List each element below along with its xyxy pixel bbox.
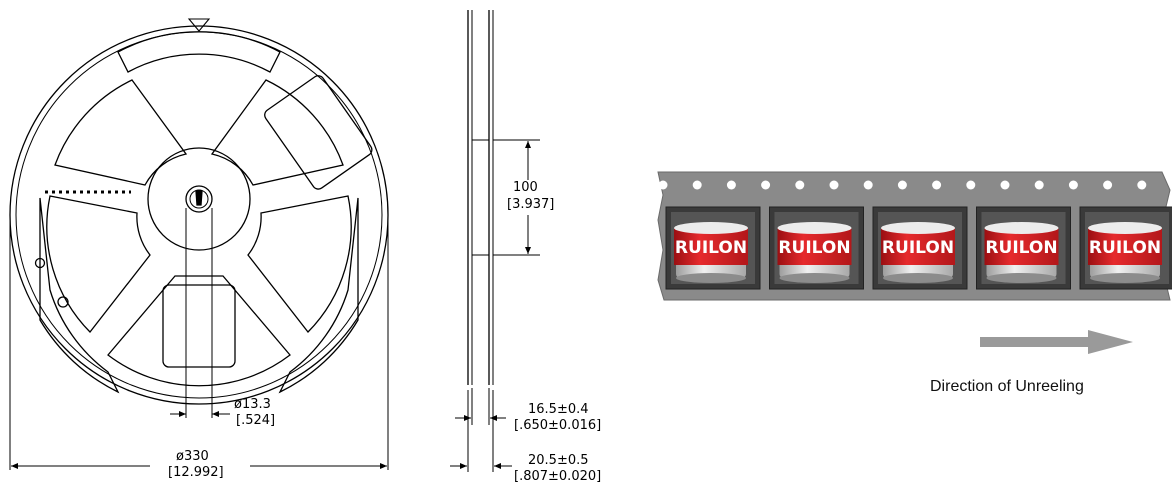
reel-rim-right-arc [278,197,359,394]
reel-window-right [210,79,344,186]
component-cap [1088,228,1162,265]
sprocket-holes [658,180,1147,190]
sprocket-hole [1000,180,1010,190]
component-pocket: RUILON [1079,206,1172,290]
component-pocket: RUILON [872,206,968,290]
sprocket-hole [692,180,702,190]
reel-index-triangle-icon [187,18,211,32]
component-cap [984,228,1059,265]
component-pocket: RUILON [769,206,864,290]
unreeling-direction-arrow [980,330,1133,354]
outer-width-inch-label: [.807±0.020] [514,469,601,484]
component-pockets: RUILON RUILON RUILON RUILON RUILON [665,206,1172,290]
reel-dia-label: ø330 [176,449,209,464]
inner-dia-inch-label: [3.937] [507,197,554,212]
sprocket-hole [658,180,668,190]
component-brand-label: RUILON [882,238,954,258]
reel-hub-center-hole [185,185,213,213]
direction-caption: Direction of Unreeling [930,378,1084,395]
sprocket-hole [1068,180,1078,190]
component-cap [674,228,748,265]
carrier-tape: RUILON RUILON RUILON RUILON RUILON [657,171,1172,301]
sprocket-hole [761,180,771,190]
sprocket-hole [795,180,805,190]
component-cap [777,228,852,265]
component-pocket: RUILON [665,206,761,290]
reel-window-lower-right [247,195,352,333]
sprocket-hole [863,180,873,190]
component-brand-label: RUILON [675,238,747,258]
reel-dia-inch-label: [12.992] [168,465,224,480]
sprocket-hole [897,180,907,190]
sprocket-hole [932,180,942,190]
reel-label-area-right [264,75,373,190]
reel-window-lower-left [46,195,151,333]
reel-outer-rim [9,25,389,405]
component-pocket: RUILON [976,206,1071,290]
reel-side-view [450,10,540,472]
reel-window-top-band [117,31,281,73]
sprocket-hole [829,180,839,190]
sprocket-hole [966,180,976,190]
inner-dia-label: 100 [513,180,538,195]
hub-dia-label: ø13.3 [234,397,271,412]
inner-width-label: 16.5±0.4 [528,402,589,417]
reel-front-view [9,18,389,470]
sprocket-hole [726,180,736,190]
reel-hub-outer [147,147,251,251]
component-cap [881,228,955,265]
reel-label-area-bottom [162,284,236,368]
component-brand-label: RUILON [985,238,1057,258]
reel-screw-icon-2 [57,296,69,308]
reel-rim-left-arc [39,197,120,394]
sprocket-hole [1103,180,1113,190]
hub-dia-inch-label: [.524] [236,413,275,428]
inner-width-inch-label: [.650±0.016] [514,418,601,433]
outer-width-label: 20.5±0.5 [528,453,589,468]
component-brand-label: RUILON [1089,238,1161,258]
reel-screw-icon-1 [34,257,46,269]
sprocket-hole [1137,180,1147,190]
component-brand-label: RUILON [778,238,850,258]
reel-window-left [54,79,188,186]
sprocket-hole [1034,180,1044,190]
reel-window-bottom [107,275,291,387]
